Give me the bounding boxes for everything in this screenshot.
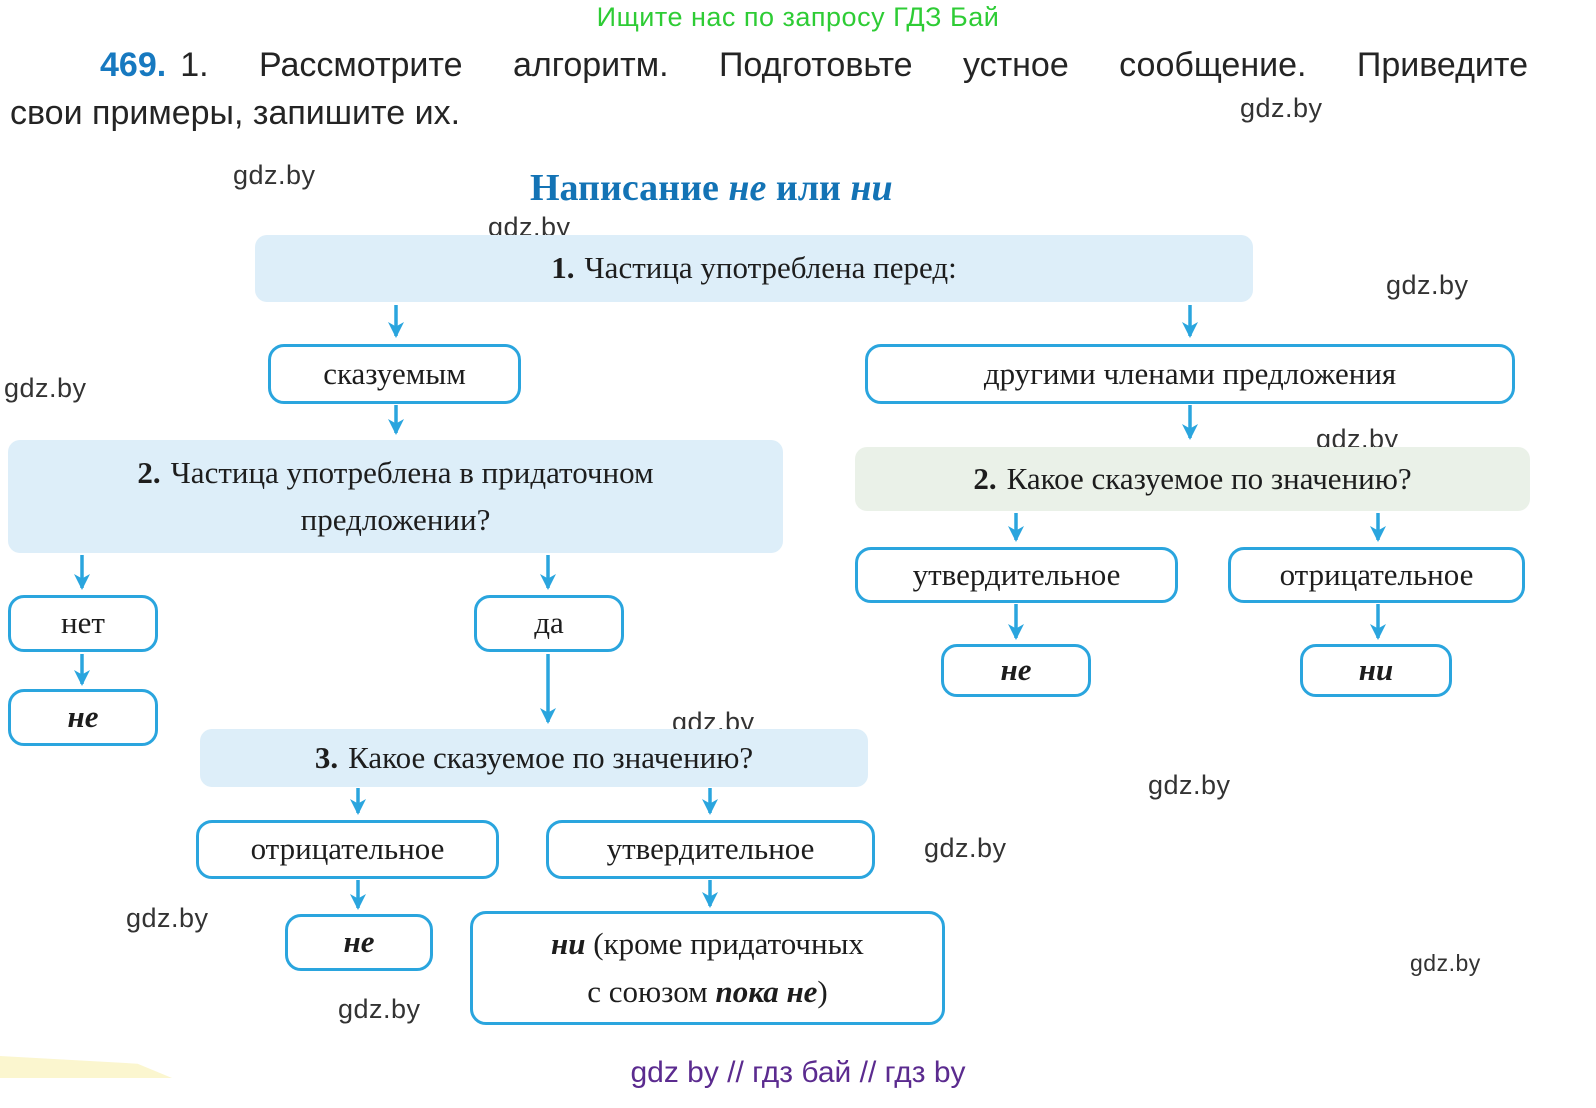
node-label: да xyxy=(534,605,564,641)
task-text-line2: свои примеры, запишите их. xyxy=(10,94,461,132)
node-ni-bottom: ни (кроме придаточных с союзом пока не) xyxy=(470,911,945,1025)
node-other-members: другими членами предложения xyxy=(865,344,1515,404)
node-question-2-right: 2. Какое сказуемое по значению? xyxy=(855,447,1530,511)
node-label: утвердительное xyxy=(606,831,815,867)
task-number: 469. xyxy=(100,46,167,84)
question-number: 2. xyxy=(973,460,997,496)
title-particle-ne: не xyxy=(728,167,767,209)
particle-answer: не xyxy=(343,924,375,960)
watermark: gdz.by xyxy=(1410,950,1481,976)
watermark: gdz.by xyxy=(924,833,1007,863)
question-number: 3. xyxy=(314,739,339,775)
node-label: другими членами предложения xyxy=(983,355,1397,391)
node-question-1: 1. Частица употреблена перед: xyxy=(255,235,1253,302)
node-question-3: 3. Какое сказуемое по значению? xyxy=(200,729,868,787)
title-particle-ni: ни xyxy=(850,167,893,209)
watermark: gdz.by xyxy=(338,994,421,1024)
title-word: Написание xyxy=(530,167,719,209)
node-negative-bottom: отрицательное xyxy=(196,820,499,879)
node-ne-bottom: не xyxy=(285,914,433,971)
question-number: 1. xyxy=(551,250,575,286)
question-text: Частица употреблена перед: xyxy=(584,250,957,286)
node-question-2-left: 2. Частица употреблена в придаточном пред… xyxy=(8,440,783,553)
task-text: 1. Рассмотрите алгоритм. Подготовьте уст… xyxy=(180,46,1528,84)
node-ne-after-no: не xyxy=(8,689,158,746)
particle-answer: ни xyxy=(1358,652,1394,688)
node-label: отрицательное xyxy=(1279,556,1474,592)
node-ni-right: ни xyxy=(1300,644,1452,697)
node-label: отрицательное xyxy=(250,831,445,867)
title-word: или xyxy=(775,167,841,209)
diagram-title: Написание не или ни xyxy=(530,166,893,210)
watermark: gdz.by xyxy=(126,903,209,933)
footer-watermark: gdz by // гдз бай // гдз by xyxy=(630,1056,966,1089)
task-text-line1: 469. 1. Рассмотрите алгоритм. Подготовьте… xyxy=(100,46,1528,85)
watermark: gdz.by xyxy=(1240,93,1323,123)
node-negative-right: отрицательное xyxy=(1228,547,1525,603)
promo-banner: Ищите нас по запросу ГДЗ Бай xyxy=(596,2,1000,32)
question-text: Какое сказуемое по значению? xyxy=(348,739,754,775)
watermark: gdz.by xyxy=(1148,770,1231,800)
node-affirmative-bottom: утвердительное xyxy=(546,820,875,879)
particle-answer: пока не xyxy=(715,974,818,1009)
watermark: gdz.by xyxy=(4,373,87,403)
question-text: Какое сказуемое по значению? xyxy=(1006,460,1412,496)
node-predicate: сказуемым xyxy=(268,344,521,404)
particle-answer: не xyxy=(1000,652,1032,688)
particle-answer: ни xyxy=(551,925,586,961)
node-no: нет xyxy=(8,595,158,652)
question-text: предложении? xyxy=(300,501,491,537)
particle-answer: не xyxy=(67,699,99,735)
node-affirmative-right: утвердительное xyxy=(855,547,1178,603)
node-yes: да xyxy=(474,595,624,652)
node-ne-right: не xyxy=(941,644,1091,697)
node-label: утвердительное xyxy=(912,556,1121,592)
question-text-2l: 2. Частица употреблена в придаточном пред… xyxy=(137,450,653,543)
question-text: Частица употреблена в придаточном xyxy=(170,455,654,490)
ni-bottom-text: ни (кроме придаточных с союзом пока не) xyxy=(551,920,864,1016)
node-label: сказуемым xyxy=(323,355,466,391)
node-label: ) xyxy=(817,974,828,1009)
node-label: (кроме придаточных xyxy=(585,925,864,961)
node-label: с союзом xyxy=(587,974,716,1009)
node-label: нет xyxy=(61,605,105,641)
watermark: gdz.by xyxy=(233,160,316,190)
question-number: 2. xyxy=(137,455,161,490)
watermark: gdz.by xyxy=(1386,270,1469,300)
